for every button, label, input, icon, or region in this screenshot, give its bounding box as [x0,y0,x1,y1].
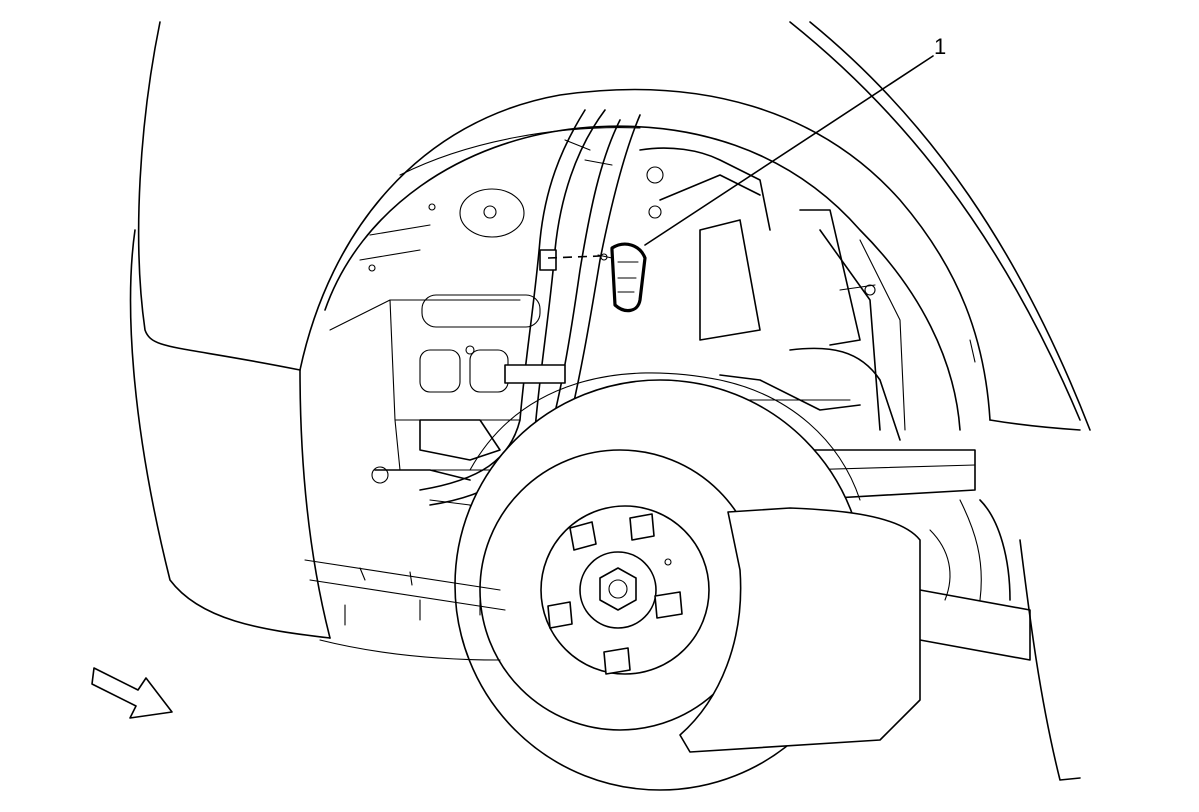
install-path-line [547,255,601,259]
brake-lines [371,109,641,541]
liner-clips [304,559,506,661]
callout-leader-line [644,55,934,246]
forward-direction-arrow [91,667,173,719]
wheel-speed-sensor [547,242,647,313]
wheel-studs [547,513,683,675]
splash-shield [679,507,921,753]
body-panel [129,21,1091,639]
callout-label-1: 1 [934,34,946,59]
